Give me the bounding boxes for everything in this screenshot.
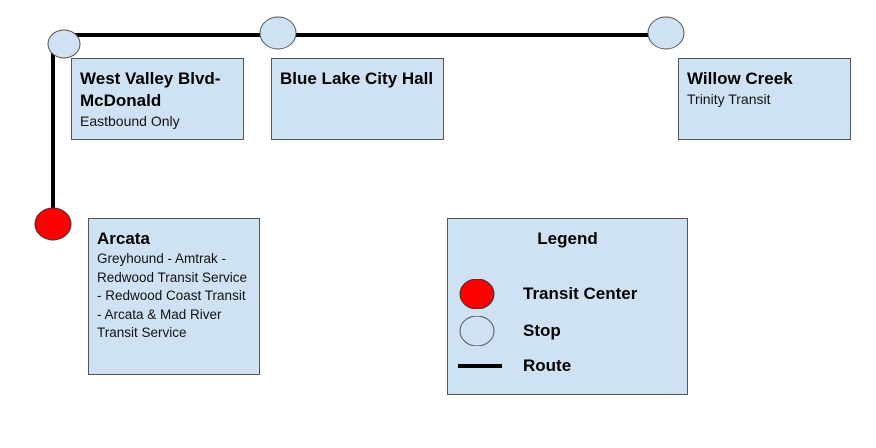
stop-subtitle: Eastbound Only <box>80 113 180 129</box>
legend-label: Transit Center <box>523 284 638 303</box>
stop-box-blue-lake: Blue Lake City Hall <box>271 58 444 140</box>
stop-title: Arcata <box>97 229 150 248</box>
transit-center-marker-arcata[interactable] <box>34 207 72 241</box>
stop-marker-willow-creek[interactable] <box>647 16 685 50</box>
legend-label: Route <box>523 356 572 375</box>
stop-subtitle: Trinity Transit <box>687 91 771 107</box>
stop-box-willow-creek: Willow Creek Trinity Transit <box>678 58 851 140</box>
stop-marker-west-valley[interactable] <box>47 29 81 59</box>
legend-label: Stop <box>523 321 561 340</box>
stop-marker-blue-lake[interactable] <box>259 16 297 50</box>
stop-box-arcata: Arcata Greyhound - Amtrak - Redwood Tran… <box>88 218 260 375</box>
stop-title: West Valley Blvd-McDonald <box>80 69 221 110</box>
stop-subtitle: Greyhound - Amtrak - Redwood Transit Ser… <box>97 251 248 340</box>
stop-title: Blue Lake City Hall <box>280 69 434 88</box>
blue-circle-icon <box>459 316 495 346</box>
legend-item-transit-center: Transit Center <box>448 279 687 309</box>
legend-item-route: Route <box>448 351 687 381</box>
legend-box: Legend Transit Center Stop Route <box>447 218 688 395</box>
stop-title: Willow Creek <box>687 69 793 88</box>
legend-item-stop: Stop <box>448 316 687 346</box>
route-line-icon <box>458 364 502 368</box>
legend-title: Legend <box>537 229 598 248</box>
red-circle-icon <box>459 279 495 309</box>
stop-box-west-valley: West Valley Blvd-McDonald Eastbound Only <box>71 58 244 140</box>
